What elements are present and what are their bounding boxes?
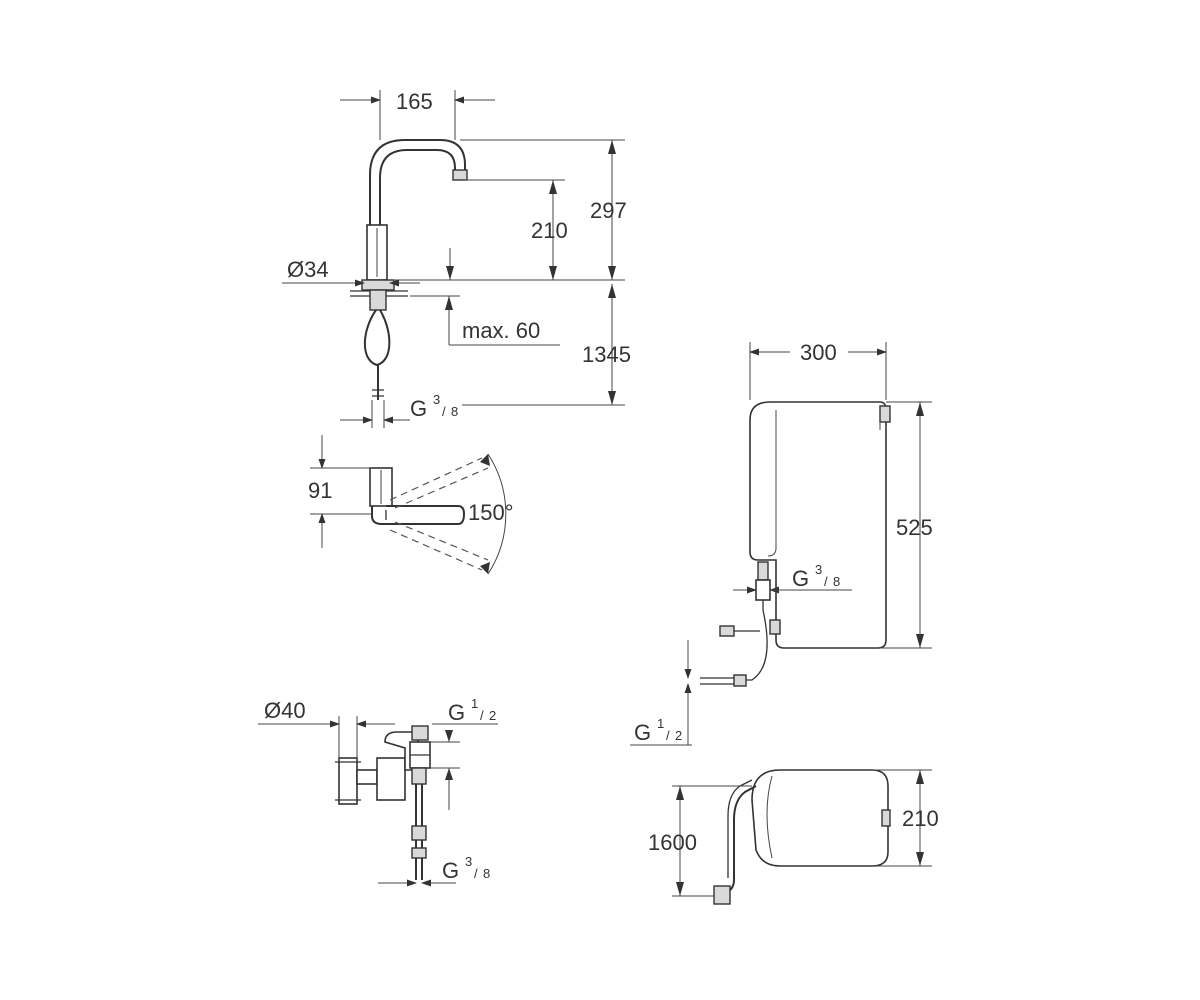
- svg-text:8: 8: [483, 866, 490, 881]
- svg-text:/: /: [666, 728, 670, 743]
- control-box-top-view: 1600 210: [648, 769, 939, 905]
- valve-assembly: Ø40 G 1 / 2 G 3 / 8: [258, 696, 498, 887]
- svg-text:/: /: [824, 574, 828, 589]
- svg-text:3: 3: [465, 854, 472, 869]
- svg-text:/: /: [474, 866, 478, 881]
- label-valve-inlet: G 1 / 2: [448, 696, 496, 725]
- svg-text:8: 8: [451, 404, 458, 419]
- svg-text:1: 1: [471, 696, 478, 711]
- svg-text:/: /: [480, 708, 484, 723]
- tap-spout: [369, 139, 466, 240]
- svg-text:/: /: [442, 404, 446, 419]
- control-box-front-view: 300 525 G 3 / 8 G 1 / 2: [630, 340, 933, 746]
- svg-text:G: G: [410, 396, 427, 421]
- svg-text:G: G: [448, 700, 465, 725]
- svg-text:1: 1: [657, 716, 664, 731]
- svg-text:3: 3: [815, 562, 822, 577]
- valve-body: [376, 757, 406, 801]
- dim-cable-length: 1600: [648, 830, 697, 855]
- svg-text:2: 2: [675, 728, 682, 743]
- control-box-cable: [723, 785, 757, 895]
- label-box-outlet: G 3 / 8: [792, 562, 840, 591]
- dim-box-width: 300: [800, 340, 837, 365]
- svg-text:G: G: [442, 858, 459, 883]
- dim-box-height: 525: [896, 515, 933, 540]
- label-valve-outlet: G 3 / 8: [442, 854, 490, 883]
- tap-swivel-view: 150° 91: [308, 435, 514, 575]
- svg-text:G: G: [792, 566, 809, 591]
- dim-spout-reach: 165: [396, 89, 433, 114]
- dim-total-height: 297: [590, 198, 627, 223]
- label-box-inlet: G 1 / 2: [634, 716, 682, 745]
- svg-text:8: 8: [833, 574, 840, 589]
- dim-deck-thickness: max. 60: [462, 318, 540, 343]
- dim-box-depth: 210: [902, 806, 939, 831]
- control-box-housing: [749, 401, 887, 649]
- svg-text:3: 3: [433, 392, 440, 407]
- tap-side-view: 165 297 210 Ø34 max. 60 1345: [282, 89, 631, 428]
- dim-valve-diameter: Ø40: [264, 698, 306, 723]
- dim-hose-length: 1345: [582, 342, 631, 367]
- swivel-spout: [371, 505, 466, 525]
- dim-swivel-height: 91: [308, 478, 332, 503]
- dim-spout-height: 210: [531, 218, 568, 243]
- tap-hose: [363, 309, 391, 367]
- control-box-top-housing: [751, 769, 889, 867]
- label-tap-connection: G 3 / 8: [410, 392, 458, 421]
- svg-text:G: G: [634, 720, 651, 745]
- svg-text:2: 2: [489, 708, 496, 723]
- dim-base-diameter: Ø34: [287, 257, 329, 282]
- dim-swivel-angle: 150°: [468, 500, 514, 525]
